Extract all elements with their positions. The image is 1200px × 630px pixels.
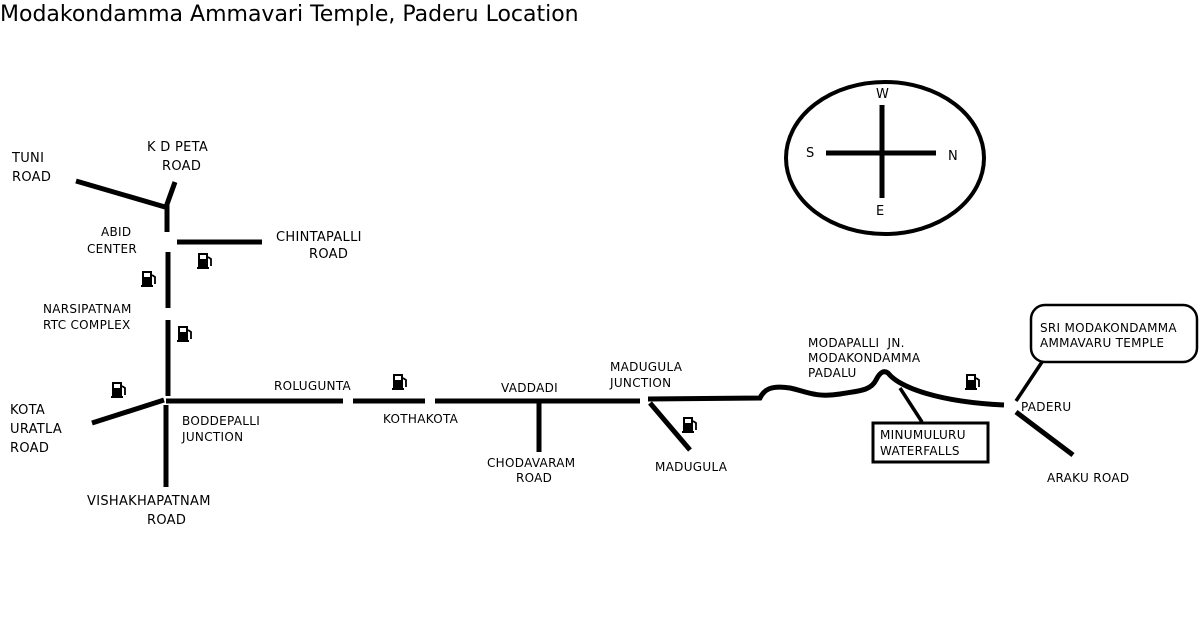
kothakota-label: KOTHAKOTA [383, 412, 459, 426]
waterfalls-branch-line [898, 387, 924, 423]
waterfalls-box-border [871, 421, 990, 464]
tuni-road-label: TUNI ROAD [11, 151, 51, 185]
madugula-road-line [648, 401, 692, 452]
fuel-pump-icon [196, 252, 212, 270]
fuel-pump-icon [110, 381, 126, 399]
fuel-pump-icon [391, 373, 407, 391]
place-labels: TUNI ROAD K D PETA ROAD ABID CENTER CHIN… [10, 140, 1129, 528]
page-title: Modakondamma Ammavari Temple, Paderu Loc… [0, 2, 579, 27]
compass-north-label: N [948, 149, 958, 164]
kd-peta-road-line [163, 181, 178, 208]
temple-callout: SRI MODAKONDAMMA AMMAVARU TEMPLE [1029, 303, 1199, 364]
compass: W S N E [784, 80, 986, 236]
paderu-label: PADERU [1021, 400, 1071, 414]
vaddadi-label: VADDADI [501, 381, 558, 395]
temple-connector-line [1014, 361, 1044, 402]
madugula-junction-label: MADUGULA JUNCTION [609, 360, 686, 390]
temple-callout-border [1029, 303, 1199, 364]
compass-circle [784, 80, 986, 236]
kota-uratla-road-label: KOTA URATLA ROAD [10, 403, 67, 456]
rolugunta-label: ROLUGUNTA [274, 379, 352, 393]
abid-center-label: ABID CENTER [87, 225, 137, 256]
vishakhapatnam-road-label: VISHAKHAPATNAM ROAD [87, 494, 215, 528]
waterfalls-label: MINUMULURU WATERFALLS [880, 428, 970, 458]
fuel-pump-icon [140, 270, 156, 288]
minumuluru-waterfalls-box: MINUMULURU WATERFALLS [871, 421, 990, 464]
fuel-pump-icon [964, 373, 980, 391]
araku-road-line [1014, 410, 1075, 457]
araku-road-label: ARAKU ROAD [1047, 471, 1129, 485]
fuel-pump-icon [176, 325, 192, 343]
compass-west-label: W [876, 87, 889, 102]
main-road-to-paderu [647, 369, 1005, 408]
kd-peta-road-label: K D PETA ROAD [147, 140, 213, 174]
kota-uratla-road-line [91, 397, 165, 426]
compass-east-label: E [876, 204, 884, 219]
chintapalli-road-label: CHINTAPALLI ROAD [276, 230, 366, 262]
narsipatnam-rtc-label: NARSIPATNAM RTC COMPLEX [43, 302, 136, 332]
tuni-road-line [75, 178, 166, 210]
boddepalli-junction-label: BODDEPALLI JUNCTION [181, 414, 264, 444]
madugula-label: MADUGULA [655, 460, 728, 474]
compass-south-label: S [806, 146, 814, 161]
fuel-pump-icon [681, 416, 697, 434]
temple-label: SRI MODAKONDAMMA AMMAVARU TEMPLE [1040, 321, 1181, 350]
chodavaram-road-label: CHODAVARAM ROAD [487, 456, 580, 485]
roads [75, 178, 1075, 487]
modapalli-junction-label: MODAPALLI JN. MODAKONDAMMA PADALU [808, 336, 925, 380]
